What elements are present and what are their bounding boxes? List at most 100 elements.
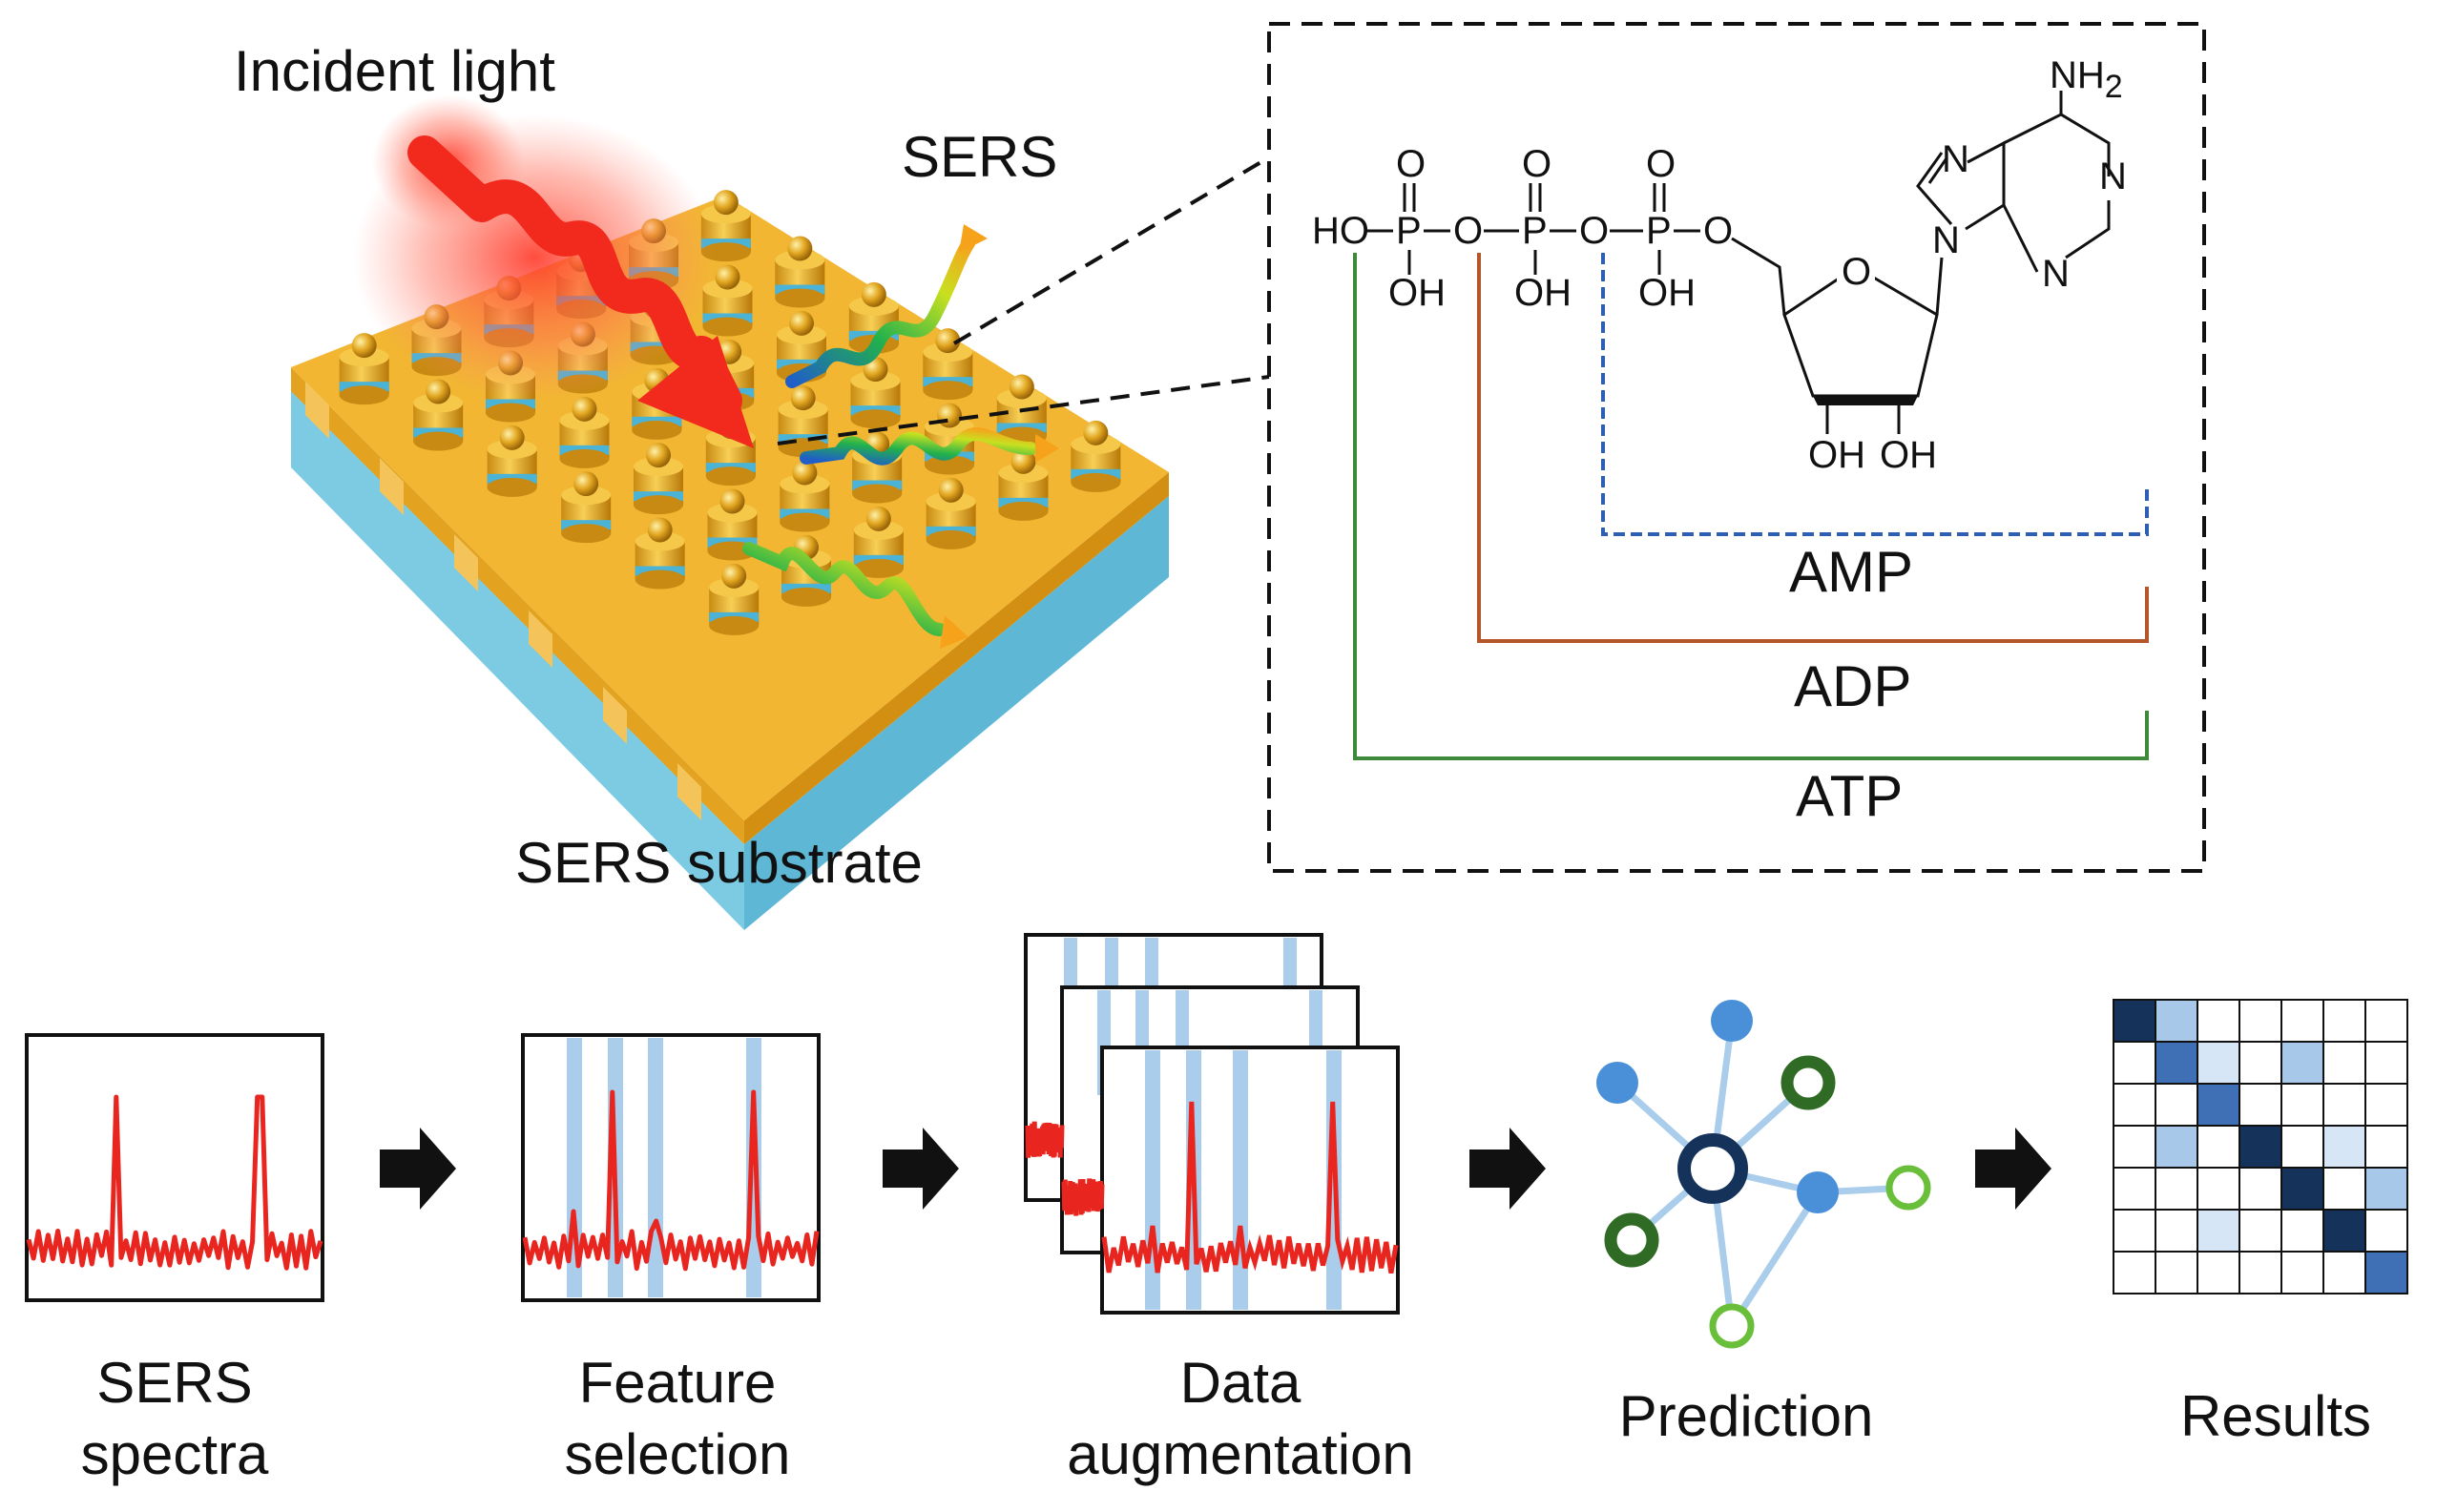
nanopillar (998, 448, 1049, 521)
matrix-cell (2364, 1209, 2408, 1253)
matrix-cell (2280, 999, 2324, 1043)
incident-light-beam (353, 95, 754, 448)
matrix-cell (2197, 1041, 2240, 1085)
substrate-side-gold-left (291, 367, 744, 844)
network-node (1797, 1171, 1839, 1213)
sers-spectrum-trace (26, 1094, 323, 1271)
step3-label-line1: Data (1180, 1351, 1301, 1415)
matrix-cell (2322, 999, 2366, 1043)
network-node (1885, 1165, 1931, 1211)
adp-bracket-line (1477, 253, 2149, 643)
pipeline-arrow (380, 1128, 456, 1210)
nanopillar (707, 488, 758, 561)
matrix-cell (2113, 999, 2156, 1043)
augmented-spectrum-front (1101, 1101, 1399, 1274)
matrix-cell (2197, 1209, 2240, 1253)
substrate-notch (454, 534, 478, 591)
matrix-cell (2197, 1125, 2240, 1169)
atom-ring-o: O (1842, 251, 1871, 293)
matrix-cell (2197, 1167, 2240, 1211)
matrix-cell (2280, 1041, 2324, 1085)
nanopillar (709, 563, 760, 635)
matrix-cell (2322, 1167, 2366, 1211)
zoom-line-lower (777, 375, 1270, 445)
matrix-cell (2113, 1251, 2156, 1295)
substrate-notches (305, 382, 701, 820)
atom-o-bridge3: O (1703, 210, 1733, 252)
matrix-cell (2155, 1041, 2198, 1085)
atp-bracket-line (1353, 253, 2149, 760)
matrix-cell (2364, 1083, 2408, 1127)
nanopillar (926, 477, 976, 549)
matrix-cell (2280, 1167, 2324, 1211)
nanopillar (996, 374, 1047, 446)
adp-label: ADP (1794, 654, 1911, 718)
network-node (1596, 1062, 1638, 1104)
matrix-cell (2113, 1167, 2156, 1211)
substrate-side-blue-right (744, 496, 1169, 930)
network-node (1780, 1055, 1836, 1110)
nanopillar (775, 236, 825, 308)
atom-p1: P (1396, 210, 1422, 252)
atom-sugar-oh2: OH (1880, 434, 1937, 476)
augmented-spectrum-mid (1061, 1178, 1105, 1216)
atom-oh1: OH (1388, 272, 1446, 314)
atp-molecule-structure: HO P O P O P O O O O OH OH OH O (1312, 54, 2127, 476)
amp-bracket-line (1601, 253, 2149, 536)
atom-p3: P (1646, 210, 1672, 252)
step2-label-line1: Feature (579, 1351, 777, 1415)
matrix-cell (2322, 1041, 2366, 1085)
selected-spectrum-trace (522, 1089, 820, 1272)
matrix-cell (2364, 1125, 2408, 1169)
pipeline-arrow (1469, 1128, 1546, 1210)
matrix-cell (2113, 1041, 2156, 1085)
matrix-cell (2113, 1125, 2156, 1169)
step5-label: Results (2180, 1384, 2371, 1448)
data-augmentation-panel (1024, 933, 1400, 1315)
nanopillar (559, 396, 610, 468)
matrix-cell (2197, 1083, 2240, 1127)
nanopillar (1071, 420, 1121, 492)
sers-scattered-waves (742, 224, 1059, 649)
matrix-cell (2238, 1125, 2282, 1169)
network-node (1711, 1000, 1753, 1042)
substrate-notch (603, 687, 627, 744)
substrate-notch (305, 382, 329, 439)
atp-label: ATP (1796, 764, 1903, 828)
sers-spectra-panel (25, 1033, 324, 1302)
matrix-cell (2238, 1251, 2282, 1295)
nanopillar (853, 506, 904, 578)
network-node (1709, 1303, 1755, 1349)
atom-nh2: NH2 (2050, 54, 2123, 105)
step4-label: Prediction (1619, 1384, 1874, 1448)
matrix-cell (2113, 1083, 2156, 1127)
substrate-notch (529, 611, 552, 668)
matrix-cell (2322, 1125, 2366, 1169)
substrate-notch (677, 763, 701, 820)
pipeline-arrow (1975, 1128, 2051, 1210)
matrix-cell (2238, 1167, 2282, 1211)
matrix-cell (2155, 1083, 2198, 1127)
matrix-cell (2113, 1209, 2156, 1253)
nanopillar (923, 328, 973, 401)
nanopillar (487, 425, 537, 497)
matrix-cell (2197, 1251, 2240, 1295)
results-confusion-matrix (2113, 999, 2408, 1295)
matrix-cell (2364, 1167, 2408, 1211)
step2-label-line2: selection (565, 1422, 791, 1486)
matrix-cell (2238, 1083, 2282, 1127)
nanopillar (561, 471, 612, 544)
nanopillar (635, 517, 685, 590)
matrix-cell (2238, 999, 2282, 1043)
matrix-cell (2364, 1041, 2408, 1085)
augmented-spectrum-back (1025, 1121, 1065, 1158)
incident-light-label: Incident light (234, 39, 555, 103)
nucleotide-brackets: AMP ADP ATP (1353, 253, 2149, 828)
matrix-cell (2155, 1209, 2198, 1253)
molecule-zoom-box (1267, 22, 2206, 873)
atom-sugar-oh1: OH (1808, 434, 1865, 476)
matrix-cell (2280, 1125, 2324, 1169)
step1-label-line2: spectra (81, 1422, 269, 1486)
atom-o-top2: O (1522, 143, 1551, 185)
matrix-cell (2280, 1209, 2324, 1253)
